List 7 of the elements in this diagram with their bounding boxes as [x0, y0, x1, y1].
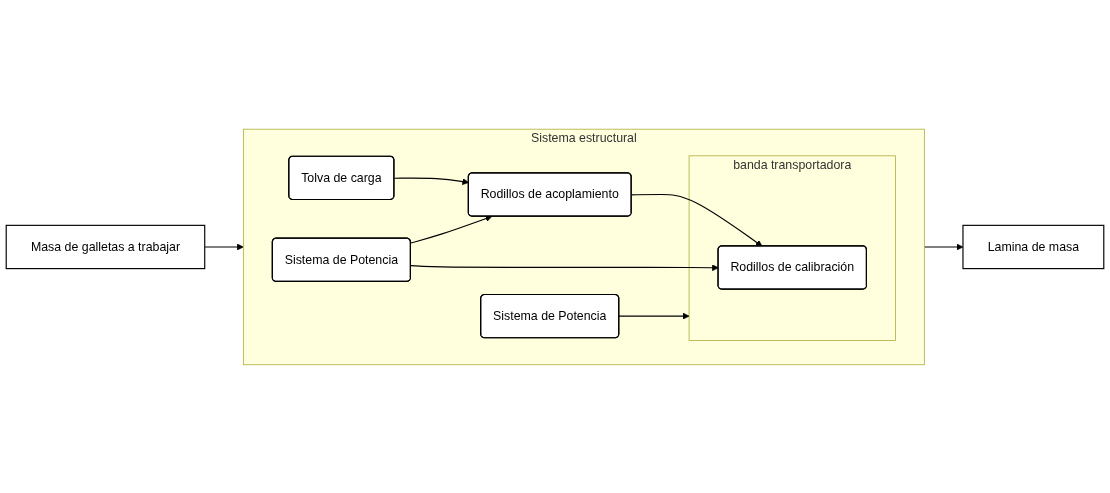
- arrow: [410, 263, 719, 271]
- node-box: Lamina de masa: [962, 224, 1105, 269]
- arrow: [204, 243, 244, 250]
- arrow: [618, 312, 690, 319]
- arrow: [393, 177, 469, 185]
- node-box: Masa de galletas a trabajar: [5, 224, 206, 269]
- arrow: [410, 214, 493, 244]
